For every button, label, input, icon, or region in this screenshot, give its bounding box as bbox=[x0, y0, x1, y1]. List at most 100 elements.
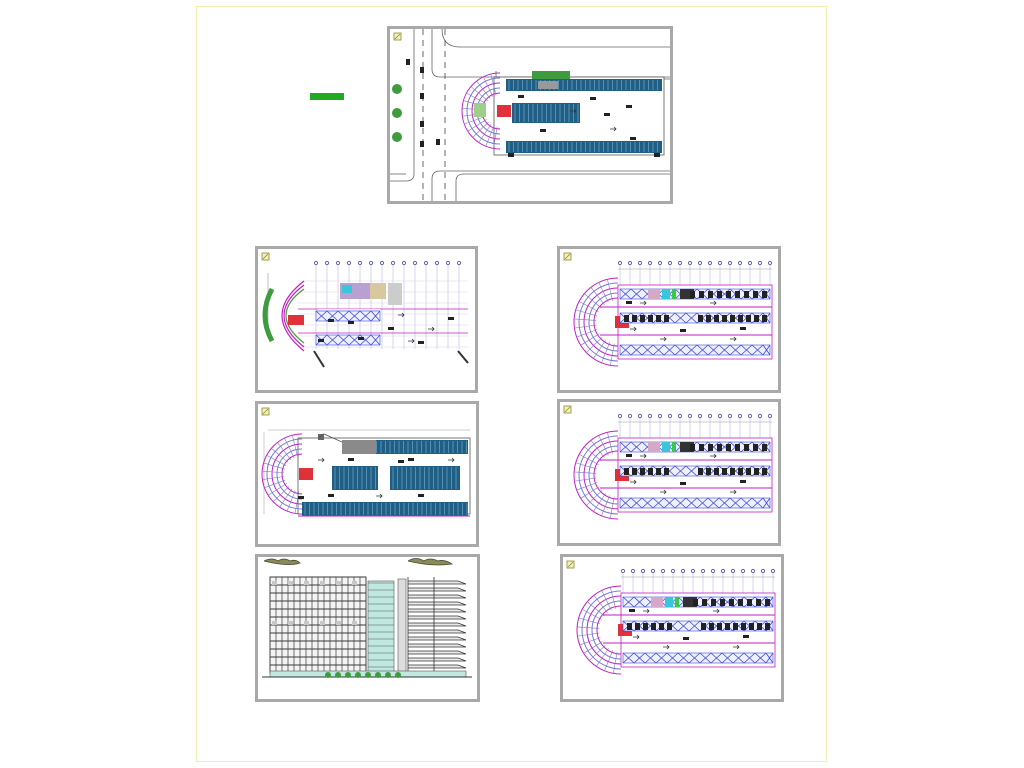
parking-deck-slab bbox=[408, 636, 467, 641]
car-icon bbox=[643, 623, 648, 630]
car-icon bbox=[420, 93, 424, 99]
road-edge bbox=[431, 29, 670, 78]
parking-a-ramp-arc bbox=[583, 287, 619, 357]
parking-a-braced-row-brace bbox=[663, 344, 676, 356]
parking-row-braced-brace bbox=[315, 310, 328, 322]
parking-c-ramp-tread bbox=[593, 493, 606, 512]
shrub-icon bbox=[365, 672, 371, 678]
basement-grid-axis-bubble bbox=[324, 260, 330, 266]
car-icon bbox=[348, 321, 354, 324]
car-icon bbox=[420, 121, 424, 127]
site-ramp-tread bbox=[483, 76, 494, 97]
parking-a-green-room bbox=[672, 289, 676, 299]
car-icon bbox=[762, 468, 767, 475]
ramp-core bbox=[497, 105, 511, 117]
parking-d-grid-axis-bubble bbox=[760, 568, 766, 574]
solid-ramp-arc bbox=[276, 448, 303, 500]
car-icon bbox=[420, 141, 424, 147]
parking-a-grid-axis-bubble bbox=[757, 260, 763, 266]
site-plan-panel[interactable] bbox=[387, 26, 673, 204]
car-icon bbox=[699, 444, 704, 451]
road-edge bbox=[431, 170, 670, 201]
car-icon bbox=[358, 337, 364, 340]
parking-c-grid-axis-bubble bbox=[707, 413, 713, 419]
parking-row-braced bbox=[315, 334, 381, 346]
parking-a-grid-axis-bubble bbox=[637, 260, 643, 266]
site-ramp-tread bbox=[467, 119, 487, 132]
parking-a-braced-row-brace bbox=[619, 344, 632, 356]
parking-a-ramp-tread bbox=[598, 282, 609, 303]
parking-c-ramp-tread bbox=[607, 432, 613, 454]
parking-d-braced-row-brace bbox=[666, 652, 679, 664]
parking-deck-slab bbox=[408, 650, 467, 655]
parking-c-braced-row-brace bbox=[641, 497, 654, 509]
tree-icon bbox=[392, 108, 402, 118]
car-icon bbox=[754, 468, 759, 475]
tree-icon bbox=[392, 132, 402, 142]
parking-a-core bbox=[680, 289, 694, 299]
glass-core bbox=[367, 580, 395, 674]
car-icon bbox=[667, 623, 672, 630]
parking-c-ramp-arc bbox=[583, 440, 619, 510]
shrub-icon bbox=[355, 672, 361, 678]
basement-grid-axis-bubble bbox=[456, 260, 462, 266]
parking-d-ramp-tread bbox=[610, 587, 616, 609]
car-icon bbox=[762, 315, 767, 322]
solid-ramp-tread bbox=[277, 442, 292, 461]
car-icon bbox=[680, 329, 686, 332]
parking-a-braced-row-brace bbox=[762, 344, 771, 356]
parking-plan-b-panel[interactable] bbox=[255, 401, 479, 547]
car-icon bbox=[735, 291, 740, 298]
parking-a-cyan-room bbox=[662, 289, 670, 299]
parking-c-braced-row-brace bbox=[707, 497, 720, 509]
window-panel bbox=[352, 621, 357, 625]
parking-d-ramp-arc bbox=[596, 605, 622, 655]
parking-row-braced-brace bbox=[370, 334, 381, 346]
parking-plan-c-panel[interactable] bbox=[557, 399, 781, 546]
car-icon bbox=[318, 339, 324, 342]
parking-plan-d-panel[interactable] bbox=[560, 554, 784, 702]
solid-ramp-tread bbox=[284, 437, 295, 458]
solid-ramp-tread bbox=[286, 490, 296, 512]
parking-c-braced-row-brace bbox=[619, 497, 632, 509]
parking-plan-b-drawing bbox=[261, 407, 471, 517]
car-icon bbox=[740, 480, 746, 483]
window-panel bbox=[352, 581, 357, 585]
basement-grid-axis-bubble bbox=[346, 260, 352, 266]
parking-d-grid-axis-bubble bbox=[660, 568, 666, 574]
parking-c-ramp-arc bbox=[573, 430, 619, 520]
parking-c-ramp-tread bbox=[584, 446, 602, 462]
parking-row-braced-brace bbox=[348, 310, 361, 322]
parking-c-braced-row bbox=[619, 465, 771, 477]
building-elevation-panel[interactable] bbox=[255, 554, 480, 702]
parking-plan-a-panel[interactable] bbox=[557, 246, 781, 393]
parking-a-ramp-tread bbox=[575, 309, 597, 317]
car-icon bbox=[701, 623, 706, 630]
parking-d-braced-row-brace bbox=[699, 652, 712, 664]
parking-d-braced-row-brace bbox=[644, 652, 657, 664]
basement-plan-panel[interactable] bbox=[255, 246, 478, 393]
parking-d-ramp-tread bbox=[577, 626, 600, 629]
parking-d-grid-axis-bubble bbox=[690, 568, 696, 574]
car-icon bbox=[448, 317, 454, 320]
car-icon bbox=[648, 315, 653, 322]
car-icon bbox=[683, 637, 689, 640]
car-icon bbox=[436, 139, 440, 145]
parking-a-braced-row-brace bbox=[630, 344, 643, 356]
parking-row-braced-brace bbox=[370, 310, 381, 322]
solid-ramp-arc bbox=[281, 453, 303, 495]
car-icon bbox=[418, 494, 424, 497]
parking-d-room bbox=[651, 597, 663, 607]
parking-c-braced-row-brace bbox=[630, 441, 643, 453]
direction-arrow-icon bbox=[570, 108, 577, 114]
green-legend-bar bbox=[310, 93, 344, 100]
basement-grid-axis-bubble bbox=[368, 260, 374, 266]
parking-plan-c-drawing bbox=[563, 405, 773, 520]
parking-d-ramp-tread bbox=[579, 637, 601, 646]
solid-ramp-tread bbox=[262, 470, 285, 474]
parking-c-direction-arrow-icon bbox=[710, 453, 717, 459]
car-icon bbox=[690, 444, 695, 451]
parking-plan-a-drawing bbox=[563, 252, 773, 367]
car-icon bbox=[627, 623, 632, 630]
tree-icon bbox=[392, 84, 402, 94]
